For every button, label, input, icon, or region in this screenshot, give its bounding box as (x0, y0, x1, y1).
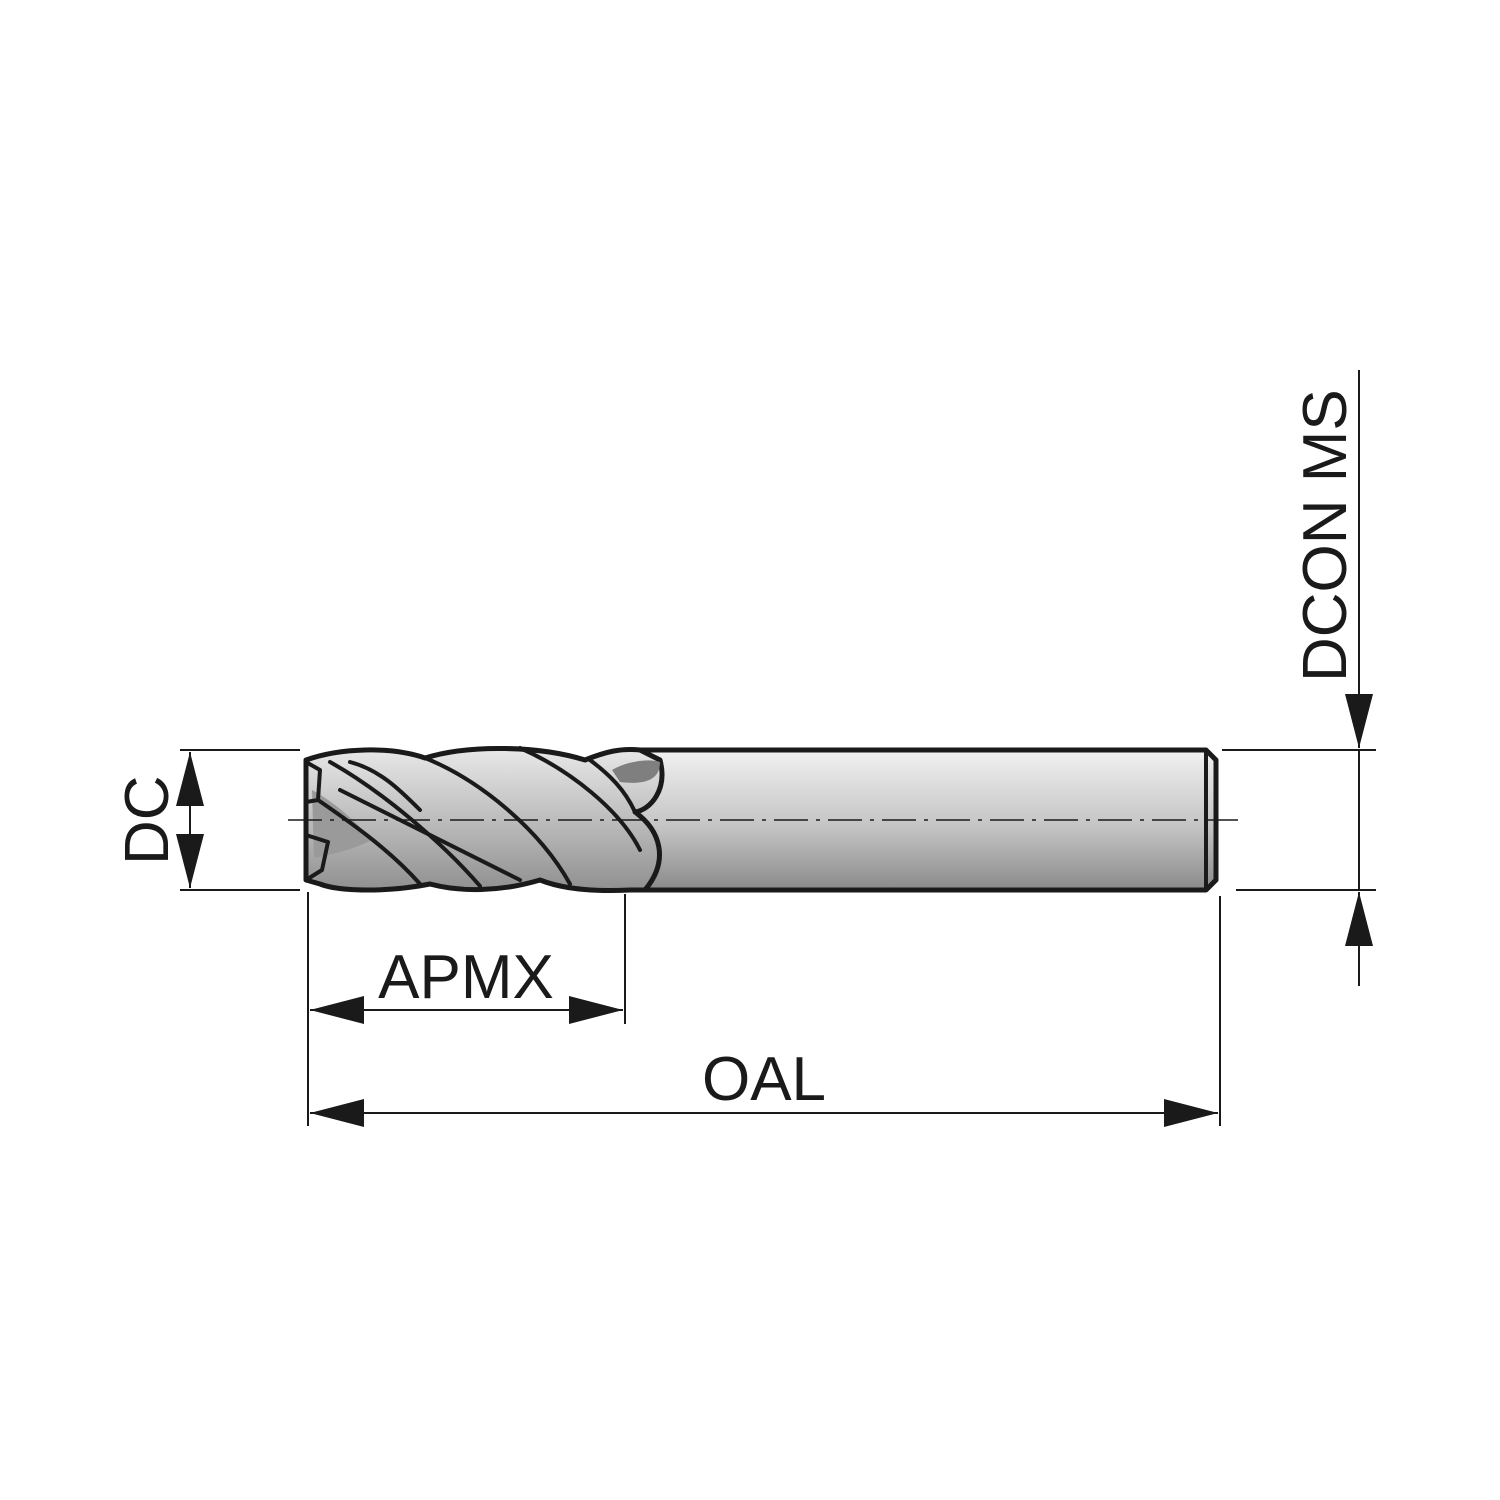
dc-label: DC (113, 775, 182, 865)
dc-dimension: DC (113, 752, 204, 888)
oal-dimension: OAL (310, 1045, 1218, 1127)
dcon-arrow-up-icon (1345, 892, 1373, 946)
dc-arrow-up-icon (176, 752, 204, 806)
dcon-arrow-down-icon (1345, 694, 1373, 748)
helix-edge-2 (423, 756, 572, 886)
tool-end-face-lower (304, 833, 330, 882)
helix-edge-1 (328, 760, 482, 888)
helix-edge-6 (588, 758, 637, 814)
extension-lines (180, 749, 1376, 1126)
dcon-ms-dimension: DCON MS (1291, 370, 1373, 986)
apmx-arrow-left-icon (310, 996, 364, 1024)
helix-edge-3 (518, 746, 642, 852)
apmx-dimension: APMX (310, 943, 623, 1024)
helix-edge-5 (338, 788, 522, 882)
apmx-arrow-right-icon (569, 996, 623, 1024)
flute-shadow-1 (612, 760, 660, 783)
tool-end-face (304, 760, 322, 804)
oal-arrow-left-icon (310, 1099, 364, 1127)
oal-arrow-right-icon (1164, 1099, 1218, 1127)
dcon-ms-label: DCON MS (1291, 389, 1360, 682)
helix-edge-7 (348, 760, 422, 812)
helix-edge-4 (316, 798, 422, 886)
apmx-label: APMX (378, 943, 554, 1012)
end-mill-tool (303, 745, 1219, 893)
oal-label: OAL (702, 1045, 826, 1114)
dc-arrow-down-icon (176, 834, 204, 888)
